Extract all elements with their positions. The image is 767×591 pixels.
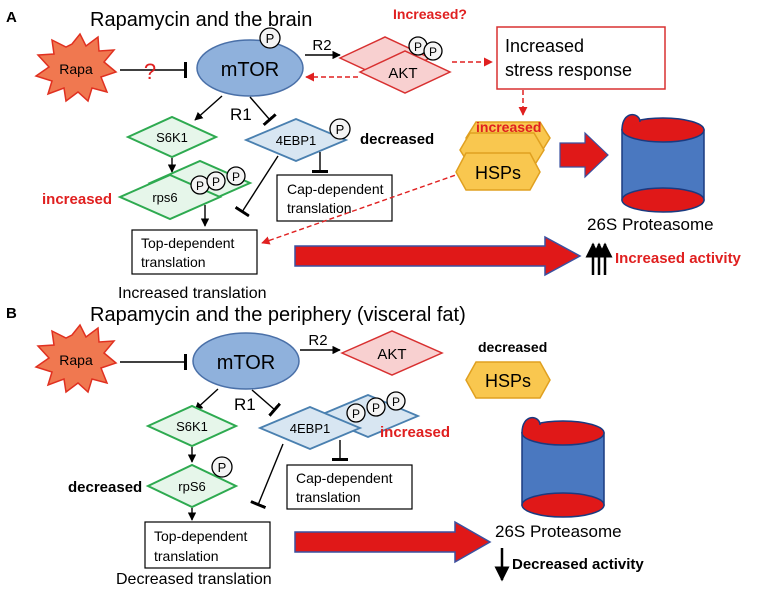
s6k1-label-b: S6K1 bbox=[176, 419, 208, 434]
big-arrow-b bbox=[294, 520, 492, 564]
4ebp1-phospho-label-b1: P bbox=[352, 407, 360, 421]
akt-node-b bbox=[340, 330, 444, 376]
akt-phospho-label-2: P bbox=[429, 45, 437, 59]
panel-a-letter: A bbox=[6, 9, 17, 26]
proteasome-b bbox=[521, 417, 605, 518]
rps6-label-b: rpS6 bbox=[178, 479, 205, 494]
rps6-state-a: increased bbox=[42, 191, 112, 208]
hsps-hex-a bbox=[455, 152, 541, 191]
rps6-phospho-label-b: P bbox=[218, 460, 227, 475]
hsps-hex-b bbox=[465, 361, 551, 399]
4ebp1-phospho-label-b2: P bbox=[372, 401, 380, 415]
4ebp1-state-b: increased bbox=[380, 424, 450, 441]
akt-phospho-label-1: P bbox=[414, 40, 422, 54]
top-dependent-box-a bbox=[131, 229, 258, 275]
cap-dependent-line1-a: Cap-dependent bbox=[287, 181, 384, 197]
rps6-phospho-2 bbox=[206, 171, 226, 191]
top-dependent-line2-a: translation bbox=[141, 254, 206, 270]
4ebp1-phospho-a bbox=[329, 118, 351, 140]
panel-a-title: Rapamycin and the brain bbox=[90, 9, 312, 31]
rps6-node-b bbox=[145, 463, 239, 509]
proteasome-a bbox=[621, 114, 705, 213]
hsps-label-b: HSPs bbox=[485, 371, 531, 391]
mtor-label-a: mTOR bbox=[221, 59, 280, 81]
4ebp1-phospho-b2 bbox=[366, 397, 386, 417]
r2-label-b: R2 bbox=[308, 332, 327, 349]
proteasome-label-a: 26S Proteasome bbox=[587, 215, 714, 234]
cap-dependent-line2-a: translation bbox=[287, 200, 352, 216]
cap-dependent-line2-b: translation bbox=[296, 489, 361, 505]
panel-b-title: Rapamycin and the periphery (visceral fa… bbox=[90, 304, 466, 326]
rps6-label-a: rps6 bbox=[152, 190, 177, 205]
hsps-to-top-link bbox=[261, 169, 471, 245]
mtor-inhibits-4ebp1-a bbox=[249, 96, 277, 127]
4ebp1-phospho-label-a: P bbox=[336, 122, 345, 137]
panel-b-letter: B bbox=[6, 305, 17, 322]
proteasome-label-b: 26S Proteasome bbox=[495, 522, 622, 541]
translation-summary-a: Increased translation bbox=[118, 285, 267, 302]
4ebp1-phospho-b3 bbox=[386, 391, 406, 411]
activity-label-a: Increased activity bbox=[615, 250, 742, 267]
r2-label-a: R2 bbox=[312, 37, 331, 54]
rps6-phospho-label-3: P bbox=[232, 170, 240, 184]
4ebp1-node-b bbox=[257, 406, 363, 450]
4ebp1-inhibits-top-b bbox=[250, 443, 284, 509]
top-dependent-line1-b: Top-dependent bbox=[154, 528, 248, 544]
hsps-state-a: increased bbox=[476, 119, 541, 135]
akt-label-b: AKT bbox=[377, 346, 406, 363]
cap-dependent-line1-b: Cap-dependent bbox=[296, 470, 393, 486]
cap-dependent-box-a bbox=[276, 174, 393, 222]
s6k1-label-a: S6K1 bbox=[156, 130, 188, 145]
rps6-phospho-3 bbox=[226, 166, 246, 186]
cap-dependent-box-b bbox=[286, 464, 413, 510]
hsps-state-b: decreased bbox=[478, 339, 547, 355]
top-dependent-box-b bbox=[144, 521, 271, 569]
4ebp1-inhibits-top-a bbox=[234, 155, 279, 218]
rapa-starburst-b bbox=[34, 323, 118, 394]
mtor-to-s6k1-a bbox=[194, 95, 223, 121]
akt-increased-question: Increased? bbox=[393, 6, 467, 22]
4ebp1-label-b: 4EBP1 bbox=[290, 421, 330, 436]
stress-response-box bbox=[496, 26, 666, 90]
rps6-phospho-label-2: P bbox=[212, 175, 220, 189]
mtor-phospho-label-a: P bbox=[266, 31, 275, 46]
rapa-label-a: Rapa bbox=[59, 61, 93, 77]
stress-response-line1: Increased bbox=[505, 36, 584, 56]
top-dependent-line2-b: translation bbox=[154, 548, 219, 564]
rps6-state-b: decreased bbox=[68, 479, 142, 496]
mtor-node-b bbox=[192, 332, 300, 390]
mtor-node-a bbox=[196, 39, 304, 97]
mtor-inhibits-4ebp1-b bbox=[251, 389, 282, 417]
4ebp1-state-a: decreased bbox=[360, 131, 434, 148]
rapa-label-b: Rapa bbox=[59, 352, 93, 368]
rps6-phospho-label-1: P bbox=[196, 179, 204, 193]
top-dependent-line1-a: Top-dependent bbox=[141, 235, 235, 251]
activity-label-b: Decreased activity bbox=[512, 556, 644, 573]
mtor-to-s6k1-b bbox=[194, 388, 219, 411]
uncertain-inhibition-mark: ? bbox=[144, 59, 156, 84]
hsps-to-proteasome-arrow bbox=[559, 131, 609, 179]
s6k1-node-a bbox=[125, 115, 219, 159]
akt-label-a: AKT bbox=[388, 65, 417, 82]
mtor-phospho-circle-a bbox=[259, 27, 281, 49]
rapa-starburst-a bbox=[34, 32, 118, 103]
big-arrow-a bbox=[294, 235, 582, 277]
4ebp1-node-a bbox=[243, 118, 349, 162]
akt-phospho-2 bbox=[423, 41, 443, 61]
hsps-label-a: HSPs bbox=[475, 163, 521, 183]
r1-label-b: R1 bbox=[234, 395, 256, 414]
rps6-phospho-b bbox=[211, 456, 233, 478]
translation-summary-b: Decreased translation bbox=[116, 571, 272, 588]
akt-node-a bbox=[358, 50, 452, 94]
stress-response-line2: stress response bbox=[505, 60, 632, 80]
4ebp1-phospho-b1 bbox=[346, 403, 366, 423]
s6k1-node-b bbox=[145, 404, 239, 448]
mtor-label-b: mTOR bbox=[217, 352, 276, 374]
4ebp1-label-a: 4EBP1 bbox=[276, 133, 316, 148]
r1-label-a: R1 bbox=[230, 105, 252, 124]
4ebp1-phospho-label-b3: P bbox=[392, 395, 400, 409]
